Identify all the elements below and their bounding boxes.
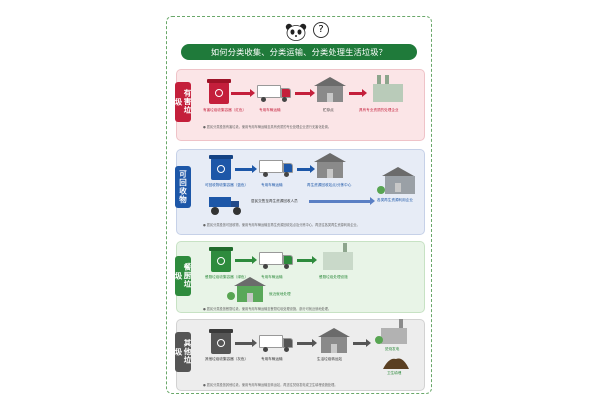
label-hazardous-plant: 具有专业资质的处理企业: [359, 108, 399, 112]
tree-icon: [227, 292, 235, 300]
label-recyclable-bin: 可回收物收集容器（蓝色）: [205, 183, 249, 187]
arrow-icon: [297, 256, 317, 264]
arrow-icon: [297, 165, 315, 173]
arrow-icon: [295, 89, 315, 97]
tricycle-icon: [209, 197, 241, 215]
label-hazardous-bin: 有害垃圾收集容器（红色）: [203, 108, 247, 112]
label-other-landfill: 卫生填埋: [387, 371, 402, 375]
note-other: ● 居民分类投放其他垃圾，使用专用车辆运输至转运站，再送往焚烧发电或卫生填埋设施…: [203, 383, 338, 387]
green-bin-icon: [209, 247, 233, 272]
tree-icon: [375, 336, 383, 344]
label-recyclable-station: 再生资源回收站点/分拣中心: [307, 183, 352, 187]
label-recyclable-plant: 各类再生资源利用企业: [377, 198, 413, 202]
note-recyclable: ● 居民分类投放可回收物，使用专用车辆运输至再生资源回收站点及分拣中心，再送往各…: [203, 223, 360, 227]
label-recyclable-truck: 专用车辆运输: [261, 183, 283, 187]
question-bubble-icon: ?: [313, 22, 329, 38]
recycling-plant-icon: [382, 167, 415, 194]
truck-icon: [259, 252, 293, 269]
panda-icon: [285, 23, 307, 41]
arrow-icon: [235, 165, 257, 173]
infographic-poster: ? 如何分类收集、分类运输、分类处理生活垃圾？ 有害垃圾 有害垃圾收集容器（红色…: [166, 16, 432, 394]
incineration-plant-icon: [381, 319, 407, 344]
label-kitchen-bin: 餐厨垃圾收集容器（绿色）: [205, 275, 249, 279]
gray-bin-icon: [209, 329, 233, 354]
section-other: 其他垃圾 其他垃圾收集容器（灰色） 专用车辆运输 生活垃圾转运站 焚烧发电 卫生…: [174, 319, 425, 391]
poster-title: 如何分类收集、分类运输、分类处理生活垃圾？: [181, 44, 417, 60]
tree-icon: [377, 186, 385, 194]
arrow-icon: [235, 339, 257, 347]
storage-point-icon: [314, 77, 346, 102]
label-kitchen-local: 就近就地处理: [269, 292, 291, 296]
tag-recyclable: 可回收物: [175, 166, 191, 208]
section-recyclable: 可回收物 可回收物收集容器（蓝色） 专用车辆运输 再生资源回收站点/分拣中心 各…: [175, 149, 425, 235]
label-other-truck: 专用车辆运输: [261, 357, 283, 361]
blue-bin-icon: [209, 155, 233, 180]
arrow-icon: [349, 89, 367, 97]
note-hazardous: ● 居民分类投放有害垃圾，使用专用车辆运输至具有资质的专业处理企业进行无害化处置…: [203, 125, 332, 129]
label-other-station: 生活垃圾转运站: [317, 357, 343, 361]
truck-icon: [257, 85, 291, 102]
label-kitchen-truck: 专用车辆运输: [261, 275, 283, 279]
label-kitchen-plant: 餐厨垃圾处理设施: [319, 275, 348, 279]
tag-hazardous: 有害垃圾: [174, 82, 192, 122]
label-recyclable-tricycle: 居民交售至再生资源回收人员: [251, 199, 298, 203]
red-bin-icon: [207, 79, 231, 104]
local-treatment-icon: [234, 277, 266, 302]
label-hazardous-storage: 贮存点: [323, 108, 334, 112]
truck-icon: [259, 160, 293, 177]
section-hazardous: 有害垃圾 有害垃圾收集容器（红色） 专用车辆运输 贮存点 具有专业资质的处理企业…: [174, 69, 425, 141]
transfer-station-icon: [318, 328, 350, 353]
landfill-icon: [383, 358, 409, 369]
tag-other: 其他垃圾: [174, 332, 192, 372]
arrow-icon: [309, 197, 375, 205]
treatment-plant-icon: [373, 75, 403, 102]
section-kitchen: 餐厨垃圾 餐厨垃圾收集容器（绿色） 专用车辆运输 餐厨垃圾处理设施 就近就地处理…: [174, 241, 425, 313]
note-kitchen: ● 居民分类投放餐厨垃圾，使用专用车辆运输至餐厨垃圾处理设施，部分可就近就地处理…: [203, 307, 332, 311]
recycling-station-icon: [314, 153, 346, 178]
arrow-icon: [231, 89, 255, 97]
kitchen-plant-icon: [323, 243, 353, 270]
label-other-bin: 其他垃圾收集容器（灰色）: [205, 357, 249, 361]
arrow-icon: [235, 256, 257, 264]
truck-icon: [259, 335, 293, 352]
label-hazardous-truck: 专用车辆运输: [259, 108, 281, 112]
label-other-incineration: 焚烧发电: [385, 347, 400, 351]
tag-kitchen: 餐厨垃圾: [174, 256, 192, 296]
arrow-icon: [297, 339, 317, 347]
arrow-icon: [353, 339, 371, 347]
